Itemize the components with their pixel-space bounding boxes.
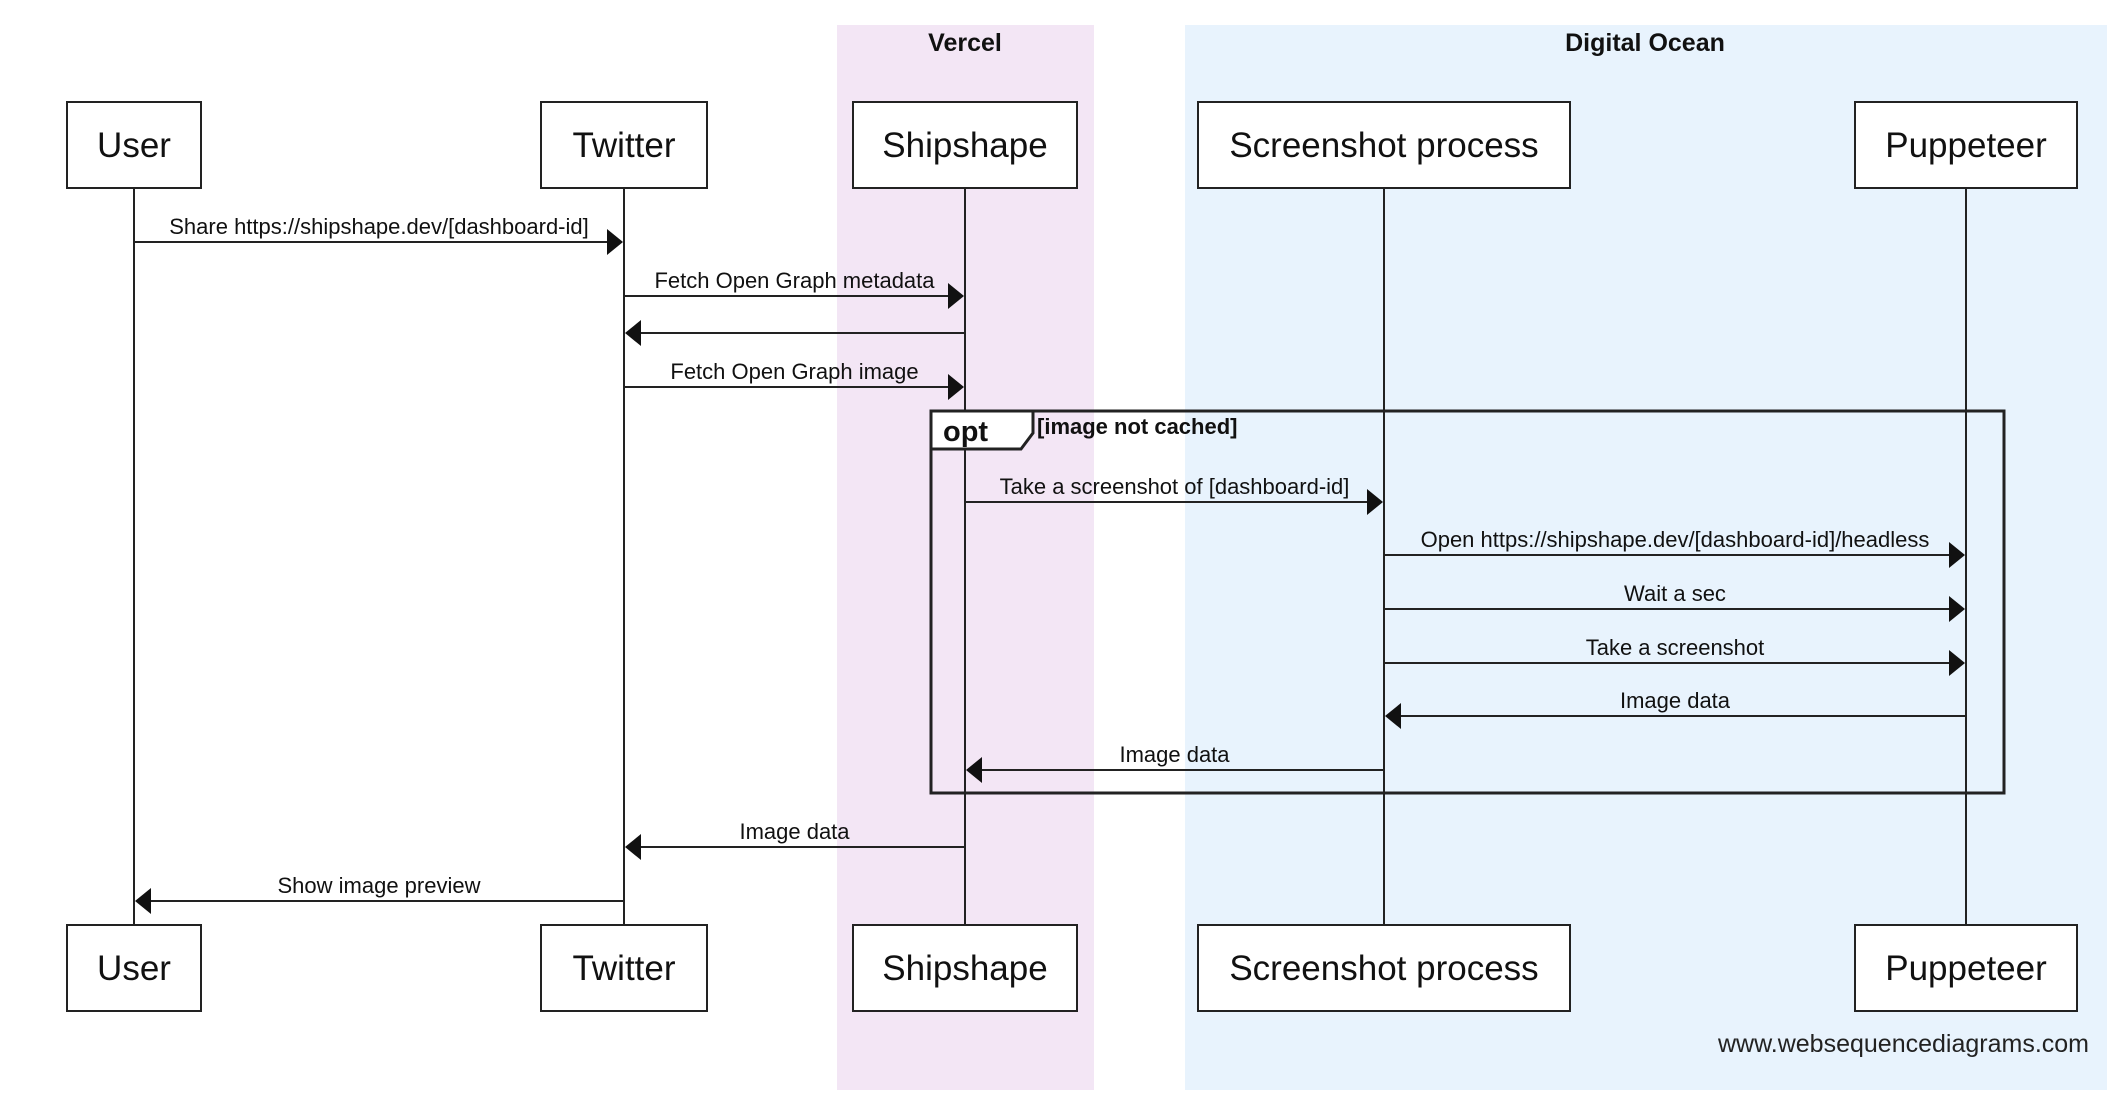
participant-screenshot-bottom: Screenshot process <box>1197 924 1571 1012</box>
participant-box <box>66 101 202 189</box>
message-m4: Fetch Open Graph image <box>624 359 964 400</box>
arrowhead <box>1385 703 1401 729</box>
message-label: Wait a sec <box>1624 581 1726 606</box>
arrowhead <box>625 834 641 860</box>
message-label: Take a screenshot of [dashboard-id] <box>1000 474 1350 499</box>
participant-box <box>852 101 1078 189</box>
arrowhead <box>135 888 151 914</box>
lifelines <box>133 188 1967 925</box>
participant-box <box>540 924 708 1012</box>
message-m9: Image data <box>1385 688 1966 729</box>
message-label: Open https://shipshape.dev/[dashboard-id… <box>1421 527 1930 552</box>
watermark: www.websequencediagrams.com <box>1717 1030 2089 1058</box>
participant-label: Puppeteer <box>1885 126 2047 165</box>
message-m10: Image data <box>966 742 1384 783</box>
message-m8: Take a screenshot <box>1384 635 1965 676</box>
arrowhead <box>1367 489 1383 515</box>
message-m1: Share https://shipshape.dev/[dashboard-i… <box>134 214 623 255</box>
message-m7: Wait a sec <box>1384 581 1965 622</box>
message-m2: Fetch Open Graph metadata <box>624 268 964 309</box>
participant-box <box>852 924 1078 1012</box>
participant-label: Screenshot process <box>1229 126 1538 165</box>
arrowhead <box>625 320 641 346</box>
participant-user-bottom: User <box>66 924 202 1012</box>
participant-label: Shipshape <box>882 949 1047 988</box>
participant-puppeteer-bottom: Puppeteer <box>1854 924 2078 1012</box>
participant-shipshape-top: Shipshape <box>852 101 1078 189</box>
participant-box <box>66 924 202 1012</box>
participant-box <box>1197 924 1571 1012</box>
message-m6: Open https://shipshape.dev/[dashboard-id… <box>1384 527 1965 568</box>
message-m11: Image data <box>625 819 965 860</box>
opt-frame-operator: opt <box>943 416 988 448</box>
arrowhead <box>1949 596 1965 622</box>
message-label: Image data <box>739 819 850 844</box>
participant-label: Twitter <box>572 126 675 165</box>
message-m5: Take a screenshot of [dashboard-id] <box>965 474 1383 515</box>
message-label: Show image preview <box>278 873 481 898</box>
participant-shipshape-bottom: Shipshape <box>852 924 1078 1012</box>
message-m12: Show image preview <box>135 873 624 914</box>
arrowhead <box>607 229 623 255</box>
participant-label: Twitter <box>572 949 675 988</box>
participant-box <box>1197 101 1571 189</box>
opt-frame: opt [image not cached] <box>929 409 2006 795</box>
arrowhead <box>948 283 964 309</box>
opt-frame-guard: [image not cached] <box>1037 414 1237 439</box>
participant-label: Screenshot process <box>1229 949 1538 988</box>
participant-label: Shipshape <box>882 126 1047 165</box>
participant-box <box>1854 101 2078 189</box>
participant-label: User <box>97 126 171 165</box>
message-label: Share https://shipshape.dev/[dashboard-i… <box>169 214 589 239</box>
vercel-group-title: Vercel <box>928 29 1002 57</box>
participant-screenshot-top: Screenshot process <box>1197 101 1571 189</box>
message-label: Fetch Open Graph metadata <box>654 268 935 293</box>
message-label: Fetch Open Graph image <box>670 359 918 384</box>
opt-frame-border <box>929 409 2006 795</box>
participant-user-top: User <box>66 101 202 189</box>
message-m3 <box>625 320 965 346</box>
participant-label: Puppeteer <box>1885 949 2047 988</box>
participant-label: User <box>97 949 171 988</box>
arrowhead <box>948 374 964 400</box>
arrowhead <box>1949 650 1965 676</box>
opt-frame-tab <box>929 409 1035 451</box>
digital-ocean-group-title: Digital Ocean <box>1565 29 1725 57</box>
arrowhead <box>966 757 982 783</box>
participant-twitter-top: Twitter <box>540 101 708 189</box>
participant-twitter-bottom: Twitter <box>540 924 708 1012</box>
arrowhead <box>1949 542 1965 568</box>
participant-box <box>1854 924 2078 1012</box>
message-label: Image data <box>1620 688 1731 713</box>
message-label: Image data <box>1119 742 1230 767</box>
messages: Share https://shipshape.dev/[dashboard-i… <box>134 214 1966 914</box>
message-label: Take a screenshot <box>1586 635 1765 660</box>
participants: UserUserTwitterTwitterShipshapeShipshape… <box>66 101 2078 1012</box>
participant-box <box>540 101 708 189</box>
participant-puppeteer-top: Puppeteer <box>1854 101 2078 189</box>
